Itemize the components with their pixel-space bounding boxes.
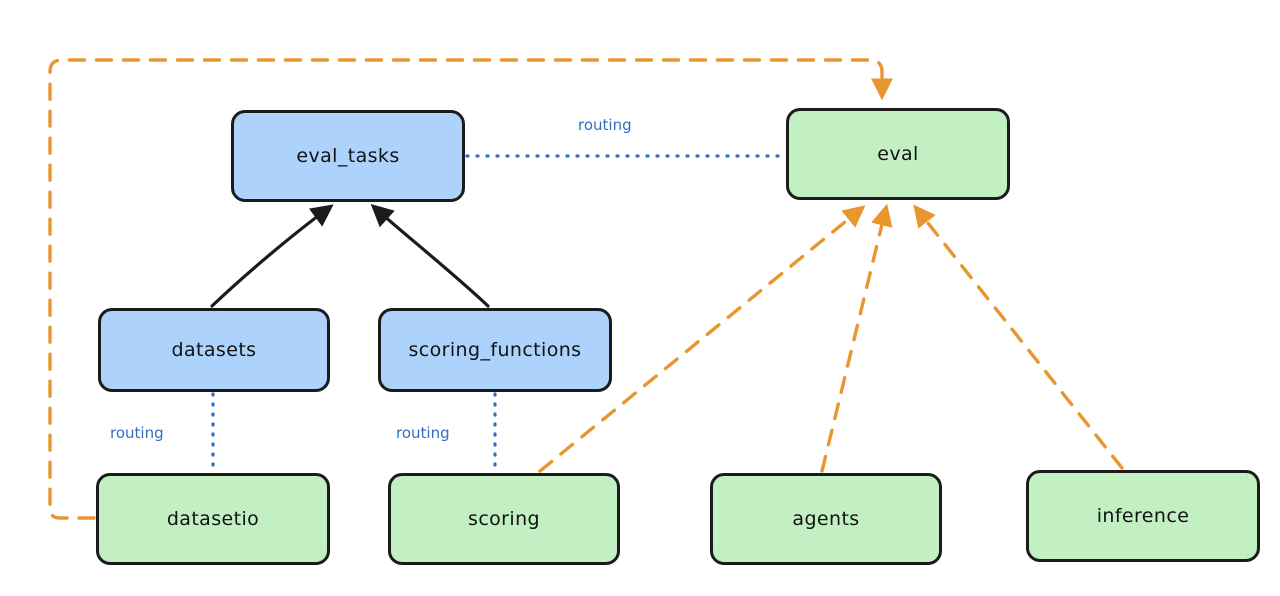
node-label: eval (877, 143, 919, 165)
node-label: eval_tasks (296, 145, 400, 167)
node-label: datasetio (166, 508, 260, 530)
node-datasetio[interactable]: datasetio (96, 473, 330, 565)
edge-label-routing-datasetio: routing (110, 424, 164, 442)
edge-label-routing-eval: routing (578, 116, 632, 134)
node-scoring-functions[interactable]: scoring_functions (378, 308, 612, 392)
node-scoring[interactable]: scoring (388, 473, 620, 565)
node-label: scoring_functions (408, 339, 582, 361)
edge-datasets-to-eval-tasks (210, 204, 334, 308)
edge-scoring-to-eval-dep (538, 205, 866, 473)
node-datasets[interactable]: datasets (98, 308, 330, 392)
edge-scoring-functions-to-eval-tasks (370, 204, 490, 308)
node-agents[interactable]: agents (710, 473, 942, 565)
node-inference[interactable]: inference (1026, 470, 1260, 562)
node-eval[interactable]: eval (786, 108, 1010, 200)
edge-inference-to-eval-dep (913, 204, 1124, 470)
node-label: agents (792, 508, 860, 530)
edge-agents-to-eval-dep (820, 203, 893, 473)
node-label: scoring (468, 508, 540, 530)
edge-label-routing-scoring: routing (396, 424, 450, 442)
node-label: inference (1096, 505, 1190, 527)
node-label: datasets (171, 339, 257, 361)
node-eval-tasks[interactable]: eval_tasks (231, 110, 465, 202)
edge-datasetio-to-eval-dep (48, 58, 894, 520)
